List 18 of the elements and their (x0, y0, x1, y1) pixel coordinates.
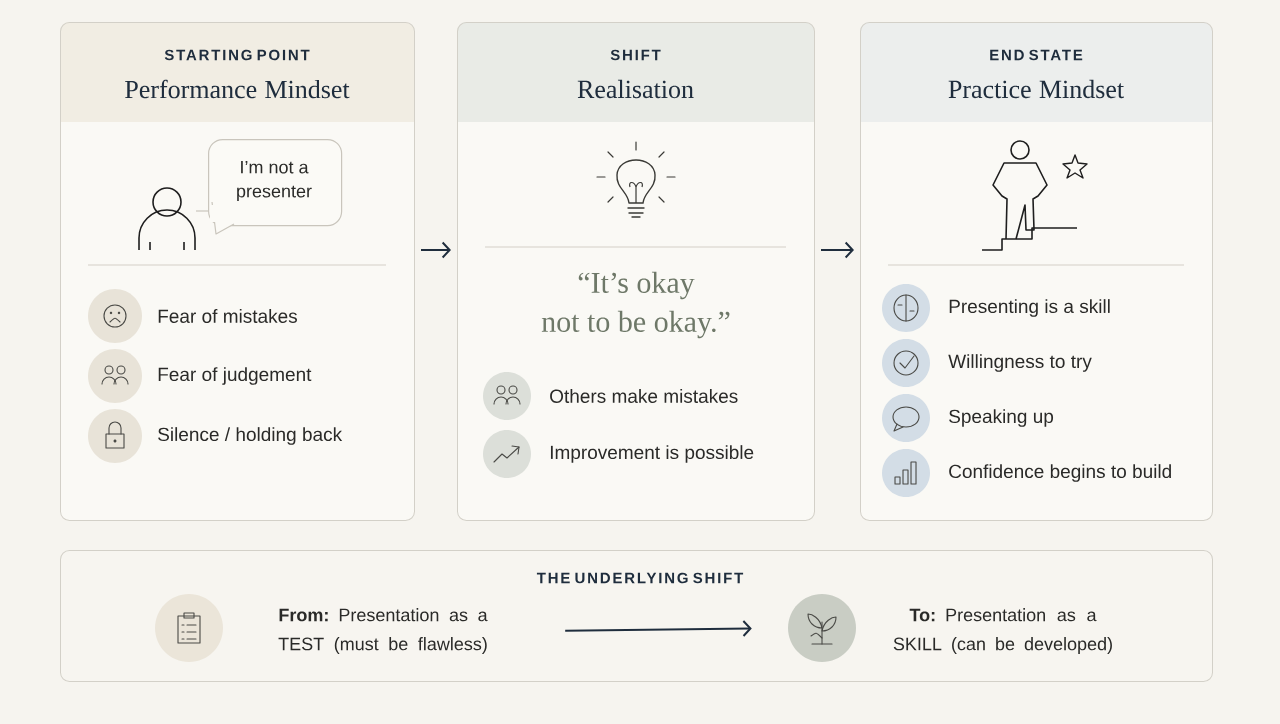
plant-icon (788, 594, 856, 662)
item-text: Improvement is possible (550, 445, 754, 463)
item-text: Fear of mistakes (158, 309, 297, 323)
quote: “It’s okay not to be okay.” (541, 271, 730, 339)
item-text: Fear of judgement (158, 367, 312, 385)
item-text: Speaking up (949, 409, 1054, 427)
item-text: Silence / holding back (158, 427, 343, 445)
clipboard-icon (155, 594, 223, 662)
item-text: Others make mistakes (550, 389, 738, 403)
arrow (420, 241, 451, 259)
speech-bubble: I’m not a presenter (195, 139, 343, 235)
item-text: Confidence begins to build (949, 464, 1171, 482)
shift-text: To: Presentation as a SKILL (can be developed) (893, 608, 1112, 654)
arrow (564, 620, 752, 637)
arrow (820, 241, 854, 259)
shift-text: From: Presentation as a TEST (must be flawless) (278, 608, 488, 654)
item-text: Willingness to try (948, 354, 1092, 372)
item-text: Presenting is a skill (949, 299, 1110, 317)
